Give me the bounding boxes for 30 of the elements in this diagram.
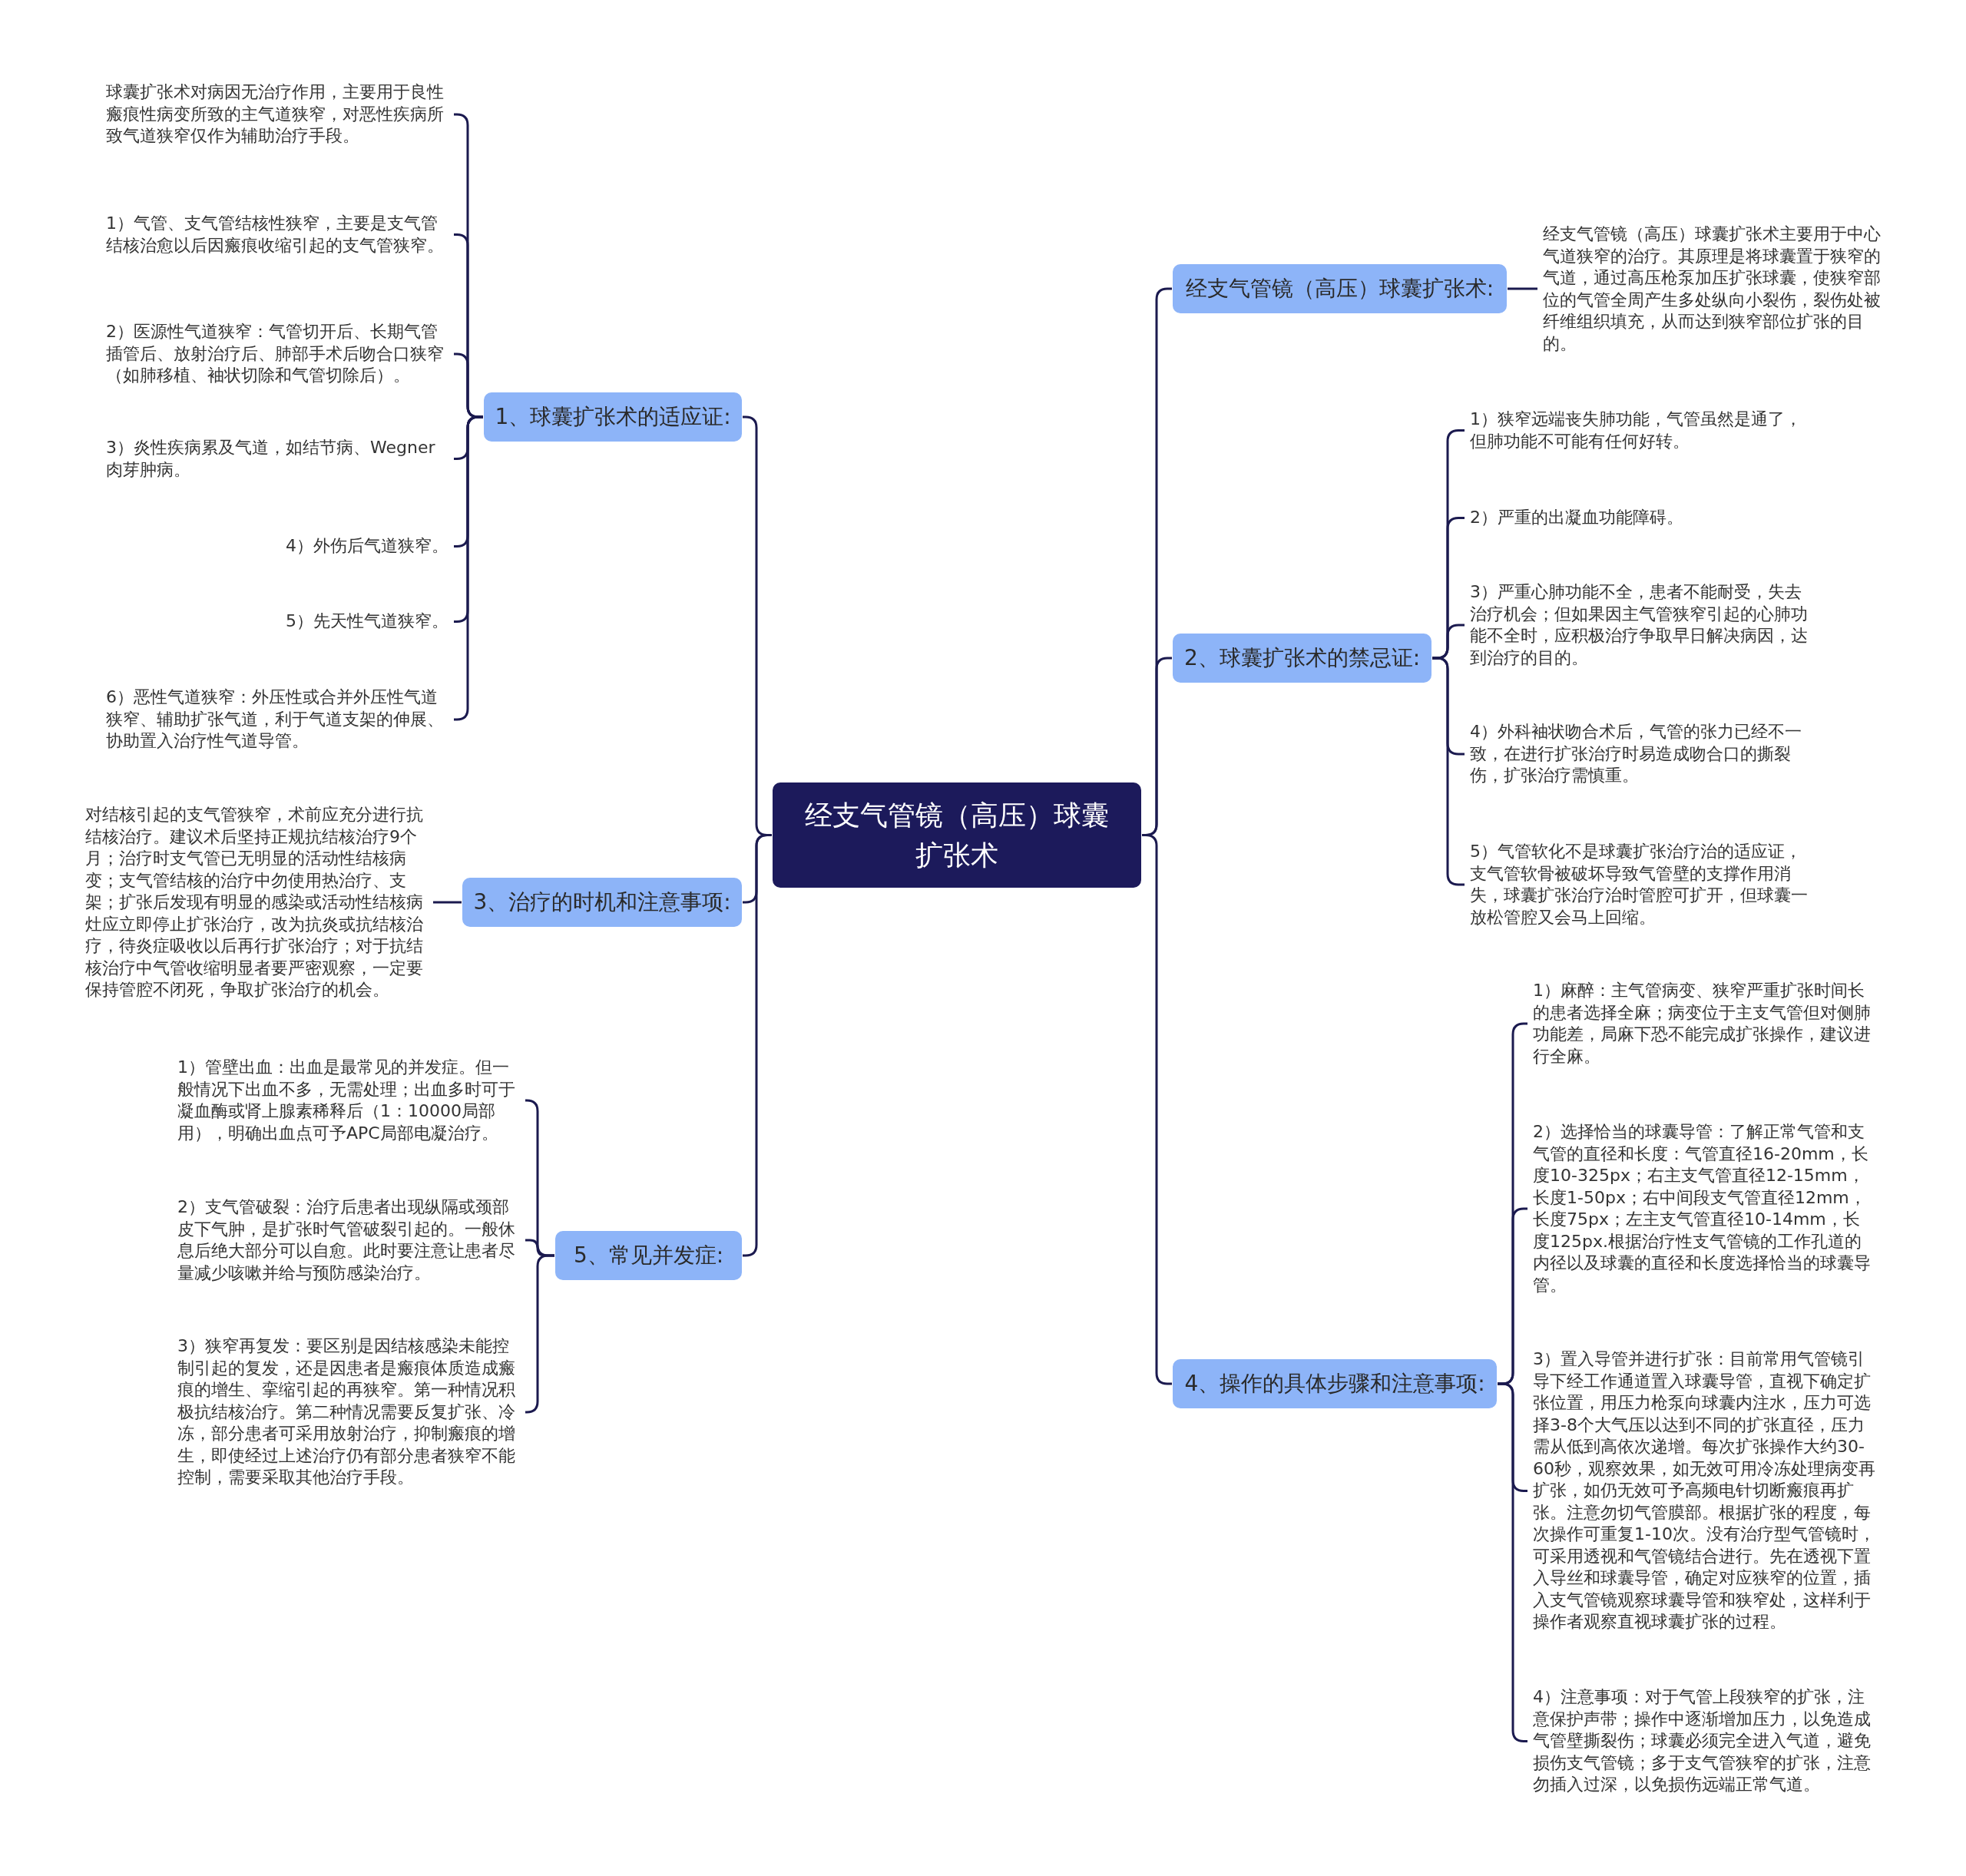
- subtopic-text: 4）外伤后气道狭窄。: [281, 535, 453, 558]
- topic-box: 4、操作的具体步骤和注意事项:: [1173, 1359, 1497, 1408]
- subtopic-text: 1）麻醉：主气管病变、狭窄严重扩张时间长的患者选择全麻；病变位于主支气管但对侧肺功能差，局麻下恐不能完成扩张操作，建议进行全麻。: [1528, 980, 1880, 1067]
- subtopic-text: 经支气管镜（高压）球囊扩张术主要用于中心气道狭窄的治疗。其原理是将球囊置于狭窄的气道，通过高压枪泵加压扩张球囊，使狭窄部位的气管全周产生多处纵向小裂伤，裂伤处被纤维组织填充，从而达到狭窄部位扩张的目的。: [1538, 223, 1890, 355]
- connector-line: [1508, 287, 1537, 290]
- subtopic-text: 3）严重心肺功能不全，患者不能耐受，失去治疗机会；但如果因主气管狭窄引起的心肺功能不全时，应积极治疗争取早日解决病因，达到治疗的目的。: [1465, 581, 1817, 669]
- subtopic-text: 4）注意事项：对于气管上段狭窄的扩张，注意保护声带；操作中逐渐增加压力，以免造成气管壁撕裂伤；球囊必须完全进入气道，避免损伤支气管镜；多于支气管狭窄的扩张，注意勿插入过深，以免损伤远端正常气道。: [1528, 1686, 1880, 1796]
- subtopic-text: 1）狭窄远端丧失肺功能，气管虽然是通了，但肺功能不可能有任何好转。: [1465, 409, 1817, 452]
- topic-box: 2、球囊扩张术的禁忌证:: [1173, 634, 1431, 683]
- subtopic-text: 2）严重的出凝血功能障碍。: [1465, 507, 1688, 529]
- subtopic-text: 3）狭窄再复发：要区别是因结核感染未能控制引起的复发，还是因患者是瘢痕体质造成瘢痕的增生、挛缩引起的再狭窄。第一种情况积极抗结核治疗。第二种情况需要反复扩张、冷冻，部分患者可采用放射治疗，抑制瘢痕的增生，即使经过上述治疗仍有部分患者狭窄不能控制，需要采取其他治疗手段。: [173, 1335, 525, 1489]
- subtopic-text: 5）先天性气道狭窄。: [281, 610, 453, 633]
- subtopic-text: 1）管壁出血：出血是最常见的并发症。但一般情况下出血不多，无需处理；出血多时可于凝血酶或肾上腺素稀释后（1：10000局部用），明确出血点可予APC局部电凝治疗。: [173, 1057, 525, 1144]
- subtopic-text: 1）气管、支气管结核性狭窄，主要是支气管结核治愈以后因瘢痕收缩引起的支气管狭窄。: [101, 213, 453, 256]
- subtopic-text: 3）置入导管并进行扩张：目前常用气管镜引导下经工作通道置入球囊导管，直视下确定扩张位置，用压力枪泵向球囊内注水，压力可选择3-8个大气压以达到不同的扩张直径，压力需从低到高依次递增。每次扩张操作大约30-60秒，观察效果，如无效可用冷冻处理病变再扩张，如仍无效可予高频电针切断瘢痕再扩张。注意勿切气管膜部。根据扩张的程度，每次操作可重复1-10次。没有治疗型气管镜时，可采用透视和气管镜结合进行。先在透视下置入导丝和球囊导管，确定对应狭窄的位置，插入支气管镜观察球囊导管和狭窄处，这样利于操作者观察直视球囊扩张的过程。: [1528, 1348, 1880, 1633]
- topic-box: 经支气管镜（高压）球囊扩张术:: [1173, 264, 1507, 313]
- subtopic-text: 2）选择恰当的球囊导管：了解正常气管和支气管的直径和长度：气管直径16-20mm，长度10-325px；右主支气管直径12-15mm，长度1-50px；右中间段支气管直径12mm，长度75px；左主支气管直径10-14mm，长度125px.根据治疗性支气管镜的工作孔道的内径以及球囊的直径和长度选择恰当的球囊导管。: [1528, 1121, 1880, 1296]
- central-topic-box: 经支气管镜（高压）球囊扩张术: [773, 782, 1141, 888]
- subtopic-text: 5）气管软化不是球囊扩张治疗治的适应证，支气管软骨被破坏导致气管壁的支撑作用消失，球囊扩张治疗治时管腔可扩开，但球囊一放松管腔又会马上回缩。: [1465, 841, 1817, 928]
- topic-box: 1、球囊扩张术的适应证:: [484, 392, 742, 442]
- subtopic-text: 球囊扩张术对病因无治疗作用，主要用于良性瘢痕性病变所致的主气道狭窄，对恶性疾病所致气道狭窄仅作为辅助治疗手段。: [101, 81, 453, 147]
- subtopic-text: 4）外科袖状吻合术后，气管的张力已经不一致，在进行扩张治疗时易造成吻合口的撕裂伤，扩张治疗需慎重。: [1465, 721, 1817, 787]
- connector-line: [433, 901, 462, 904]
- subtopic-text: 2）医源性气道狭窄：气管切开后、长期气管插管后、放射治疗后、肺部手术后吻合口狭窄（如肺移植、袖状切除和气管切除后）。: [101, 321, 453, 387]
- subtopic-text: 3）炎性疾病累及气道，如结节病、Wegner肉芽肿病。: [101, 437, 453, 481]
- subtopic-text: 2）支气管破裂：治疗后患者出现纵隔或颈部皮下气肿，是扩张时气管破裂引起的。一般休息后绝大部分可以自愈。此时要注意让患者尽量减少咳嗽并给与预防感染治疗。: [173, 1196, 525, 1284]
- subtopic-text: 6）恶性气道狭窄：外压性或合并外压性气道狭窄、辅助扩张气道，利于气道支架的伸展、协助置入治疗性气道导管。: [101, 687, 453, 753]
- topic-box: 5、常见并发症:: [555, 1231, 742, 1280]
- subtopic-text: 对结核引起的支气管狭窄，术前应充分进行抗结核治疗。建议术后坚持正规抗结核治疗9个月；治疗时支气管已无明显的活动性结核病变；支气管结核的治疗中勿使用热治疗、支架；扩张后发现有明显的感染或活动性结核病灶应立即停止扩张治疗，改为抗炎或抗结核治疗，待炎症吸收以后再行扩张治疗；对于抗结核治疗中气管收缩明显者要严密观察，一定要保持管腔不闭死，争取扩张治疗的机会。: [81, 804, 432, 1001]
- topic-box: 3、治疗的时机和注意事项:: [462, 878, 742, 927]
